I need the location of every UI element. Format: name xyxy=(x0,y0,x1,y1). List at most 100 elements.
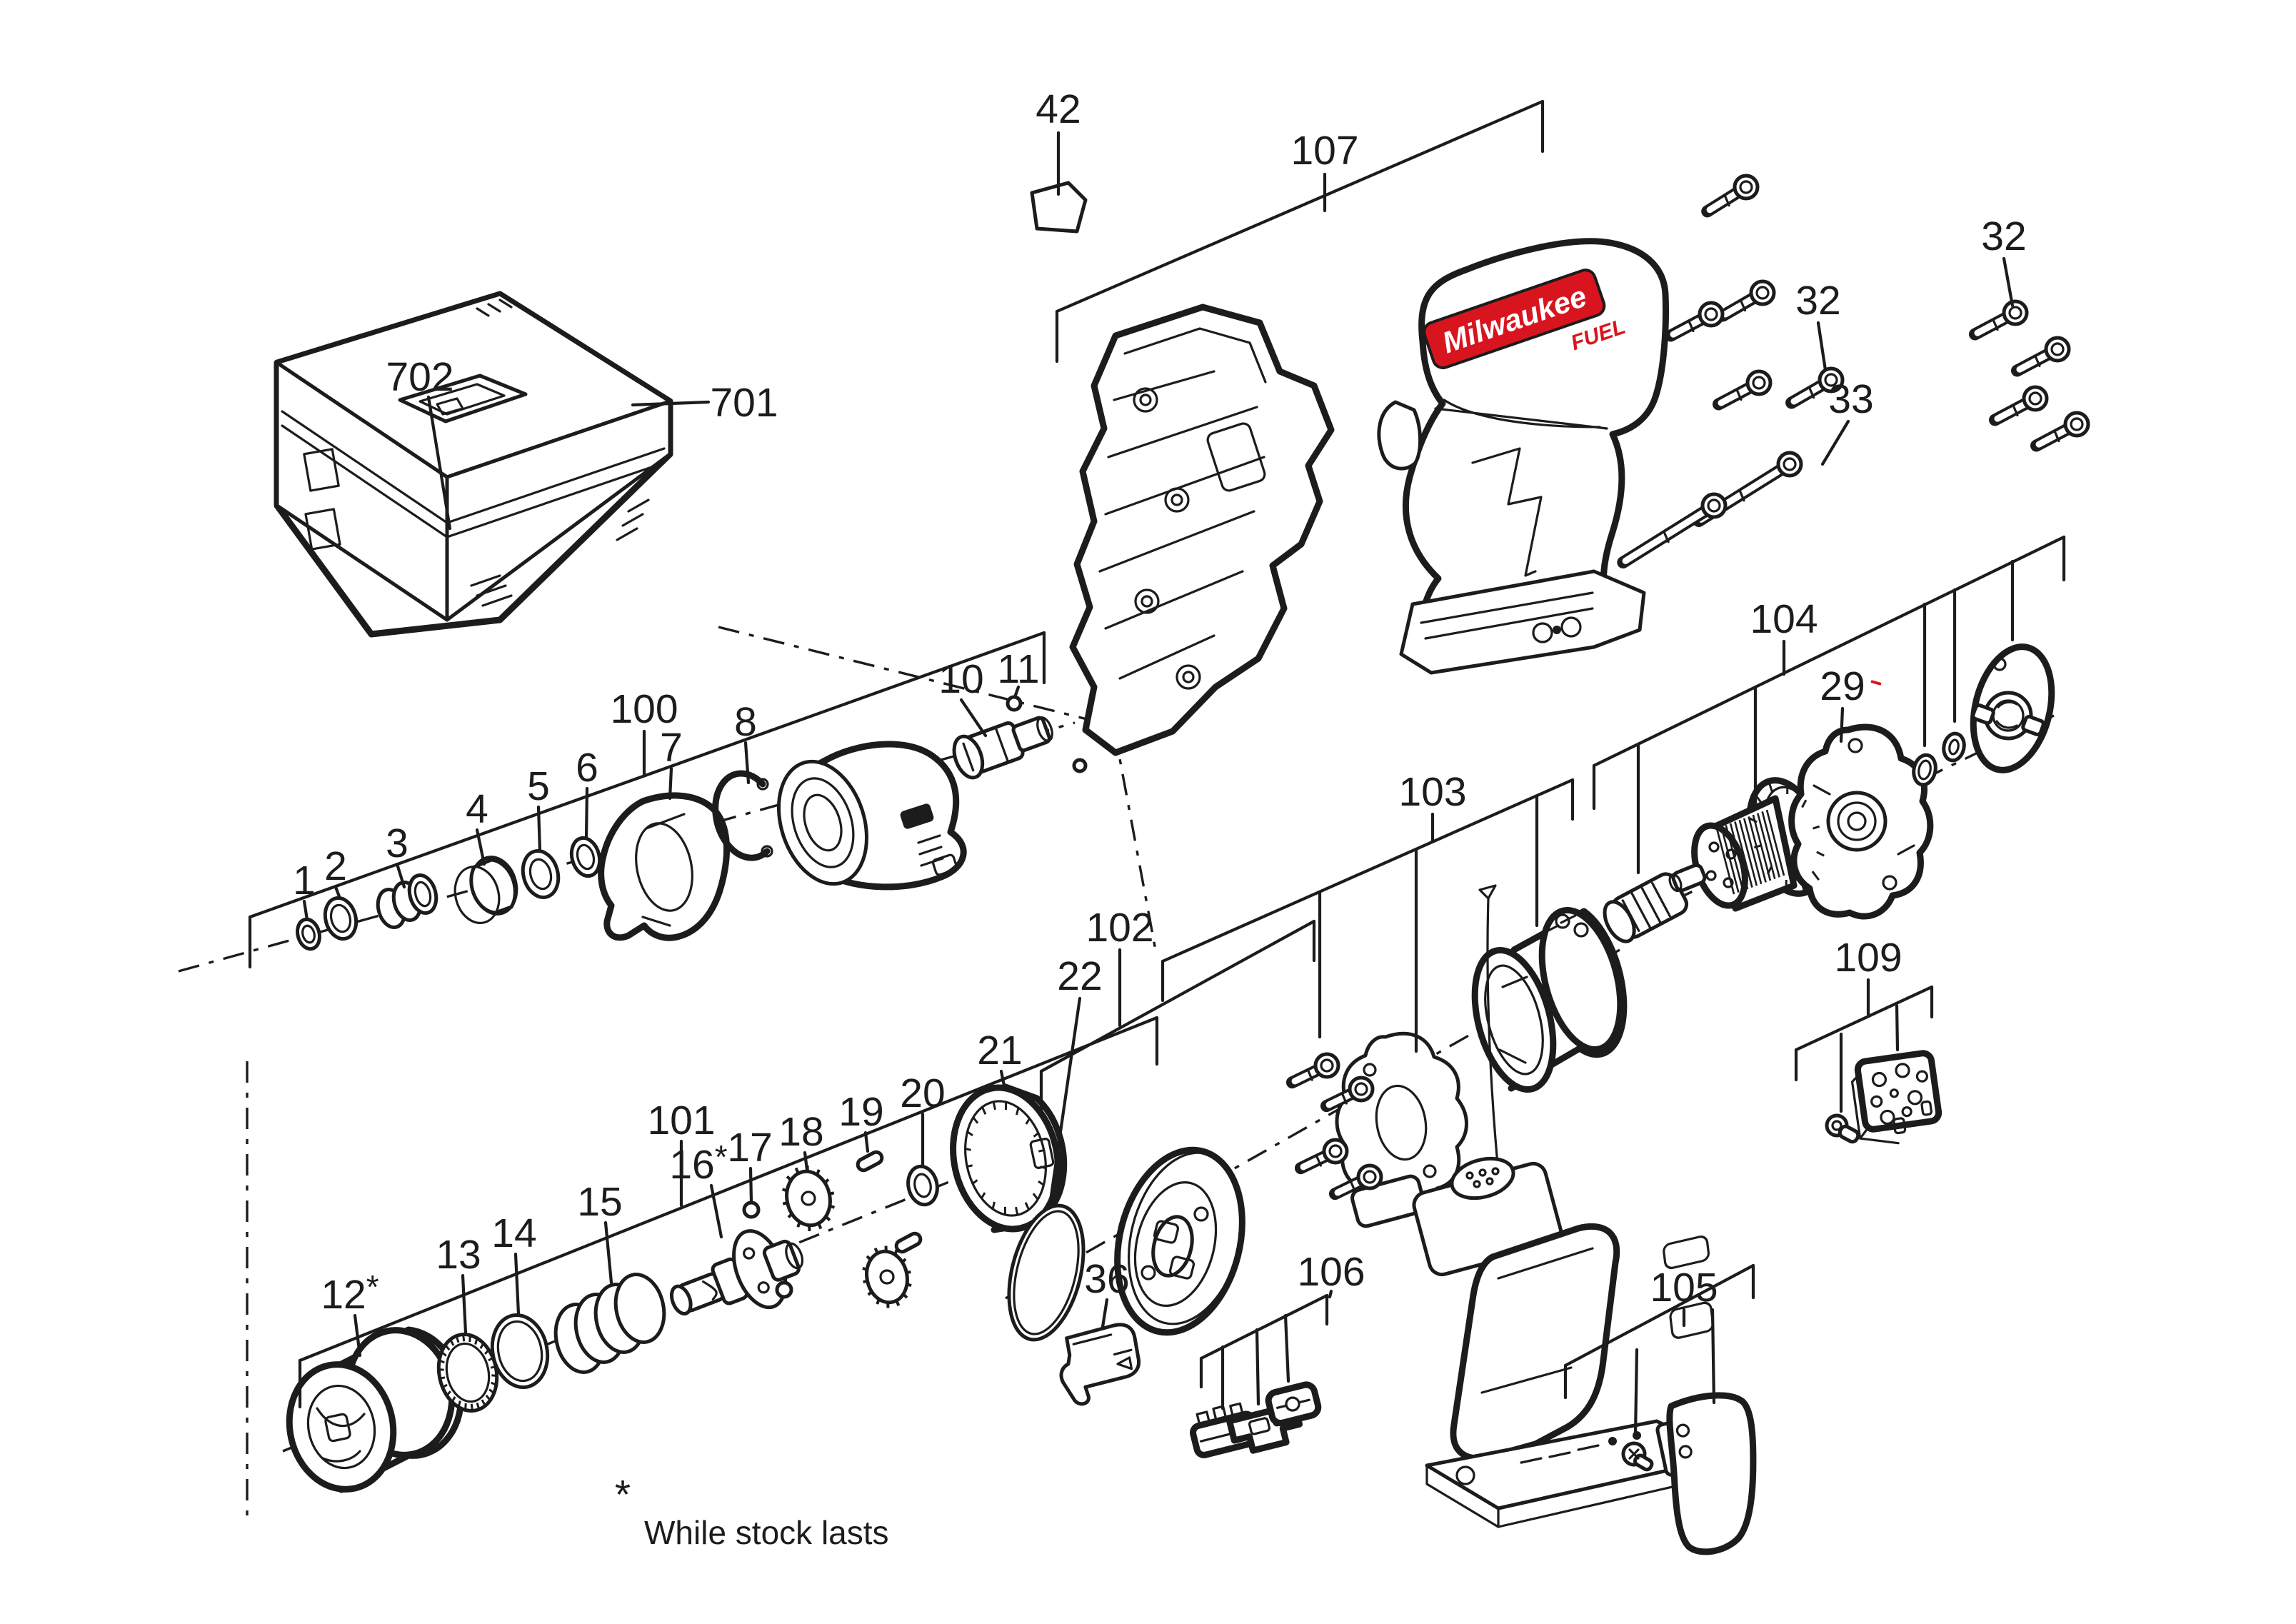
part-18-gear-2 xyxy=(865,1249,909,1305)
part-end-cap xyxy=(1970,643,2055,773)
part-2-ring xyxy=(323,896,359,941)
part-19-pin-2 xyxy=(894,1231,923,1254)
callout-702: 702 xyxy=(386,354,453,400)
assembly-105-parts xyxy=(1621,1235,1757,1555)
callout-32: 32 xyxy=(1981,214,2026,259)
callout-107: 107 xyxy=(1290,128,1358,174)
part-105-belt-clip xyxy=(1663,1235,1757,1555)
part-14-washer xyxy=(490,1313,550,1390)
screw xyxy=(2010,336,2071,377)
screw xyxy=(1988,385,2049,426)
callout-19: 19 xyxy=(838,1089,883,1135)
part-20-washer xyxy=(906,1164,939,1207)
callout-11: 11 xyxy=(997,646,1039,692)
part-stator xyxy=(1471,907,1628,1093)
callout-14: 14 xyxy=(491,1211,536,1256)
part-3-spring-stack xyxy=(376,873,438,929)
part-11-ball xyxy=(1006,695,1023,712)
part-29-bearing-plate xyxy=(1788,723,1934,920)
part-22-oring xyxy=(1007,1203,1086,1342)
generated-detail-ticks xyxy=(438,781,1825,1411)
screw xyxy=(1785,366,1845,409)
callout-102: 102 xyxy=(1086,905,1153,951)
callout-32: 32 xyxy=(1795,278,1840,324)
impact-mechanism-assembly xyxy=(776,741,967,891)
part-19-pin xyxy=(856,1150,884,1173)
screw xyxy=(2030,411,2090,452)
part-7-cover-plate xyxy=(598,792,730,941)
part-17-ball-2 xyxy=(775,1280,793,1299)
stator-wire xyxy=(1478,884,1501,1188)
screw xyxy=(1968,299,2029,341)
callout-33: 33 xyxy=(1828,376,1873,422)
screw xyxy=(1328,1163,1383,1201)
callout-29: 29 xyxy=(1820,663,1865,709)
callout-701: 701 xyxy=(710,380,778,426)
screws xyxy=(1285,174,2090,1201)
callout-42: 42 xyxy=(1036,86,1081,132)
brackets-and-leaders xyxy=(248,99,2066,1438)
part-6-oring xyxy=(569,836,602,878)
callout-5: 5 xyxy=(527,763,550,809)
part-rivet xyxy=(1825,1113,1860,1144)
housing-half-left xyxy=(1069,304,1335,756)
callout-109: 109 xyxy=(1834,935,1902,981)
part-21-ring-gear xyxy=(950,1083,1068,1233)
part-105-screw xyxy=(1621,1441,1654,1472)
callout-17: 17 xyxy=(727,1125,772,1171)
part-8-clip xyxy=(712,770,773,861)
callout-103: 103 xyxy=(1398,769,1466,815)
callout-6: 6 xyxy=(576,745,598,791)
part-17-ball xyxy=(742,1201,761,1219)
part-36-latch xyxy=(1059,1323,1141,1406)
callout-16: 16* xyxy=(669,1138,727,1188)
callout-105: 105 xyxy=(1650,1265,1718,1310)
footnote-text: While stock lasts xyxy=(644,1514,889,1551)
assembly-100-parts xyxy=(296,695,1088,951)
assembly-106-parts xyxy=(1190,1381,1322,1458)
trigger xyxy=(1377,400,1423,471)
part-12-hammer xyxy=(286,1326,465,1493)
callout-3: 3 xyxy=(386,821,408,866)
part-18-gear xyxy=(785,1169,832,1228)
part-15-spring xyxy=(553,1273,666,1374)
callout-15: 15 xyxy=(577,1179,622,1225)
screw xyxy=(1617,492,1728,568)
part-pinion xyxy=(1603,872,1689,943)
callout-106: 106 xyxy=(1297,1249,1365,1295)
part-106-c xyxy=(1265,1381,1322,1427)
part-small-oring-2 xyxy=(1942,731,1966,763)
callout-22: 22 xyxy=(1057,953,1102,999)
screw xyxy=(1285,1052,1340,1089)
callout-12: 12* xyxy=(321,1268,379,1318)
callout-104: 104 xyxy=(1750,596,1818,642)
screw xyxy=(1712,369,1773,411)
callout-7: 7 xyxy=(660,725,683,771)
part-102-wheel xyxy=(1114,1146,1245,1336)
red-mark xyxy=(1870,680,1882,686)
callout-36: 36 xyxy=(1084,1256,1129,1302)
case-insert-42 xyxy=(1030,181,1088,234)
detent-ball xyxy=(1072,758,1088,773)
screw xyxy=(1664,301,1725,342)
callout-10: 10 xyxy=(938,656,983,702)
carrying-case xyxy=(274,291,673,638)
screw xyxy=(1320,1076,1375,1113)
rotor-shaft xyxy=(1668,863,1707,893)
screw xyxy=(1294,1138,1349,1175)
assembly-109-parts xyxy=(1825,1050,1942,1145)
part-contact-block xyxy=(1850,1050,1942,1145)
part-4-cup xyxy=(453,856,518,925)
assembly-101-parts xyxy=(286,1083,1245,1493)
callout-101: 101 xyxy=(647,1098,715,1143)
callout-8: 8 xyxy=(734,699,757,745)
housing-half-right: Milwaukee FUEL xyxy=(1377,238,1669,675)
part-10-anvil xyxy=(952,716,1053,780)
callout-20: 20 xyxy=(900,1071,945,1116)
part-5-ring xyxy=(521,849,561,899)
callout-21: 21 xyxy=(977,1028,1022,1073)
callout-100: 100 xyxy=(610,686,678,732)
callout-1: 1 xyxy=(293,858,316,903)
